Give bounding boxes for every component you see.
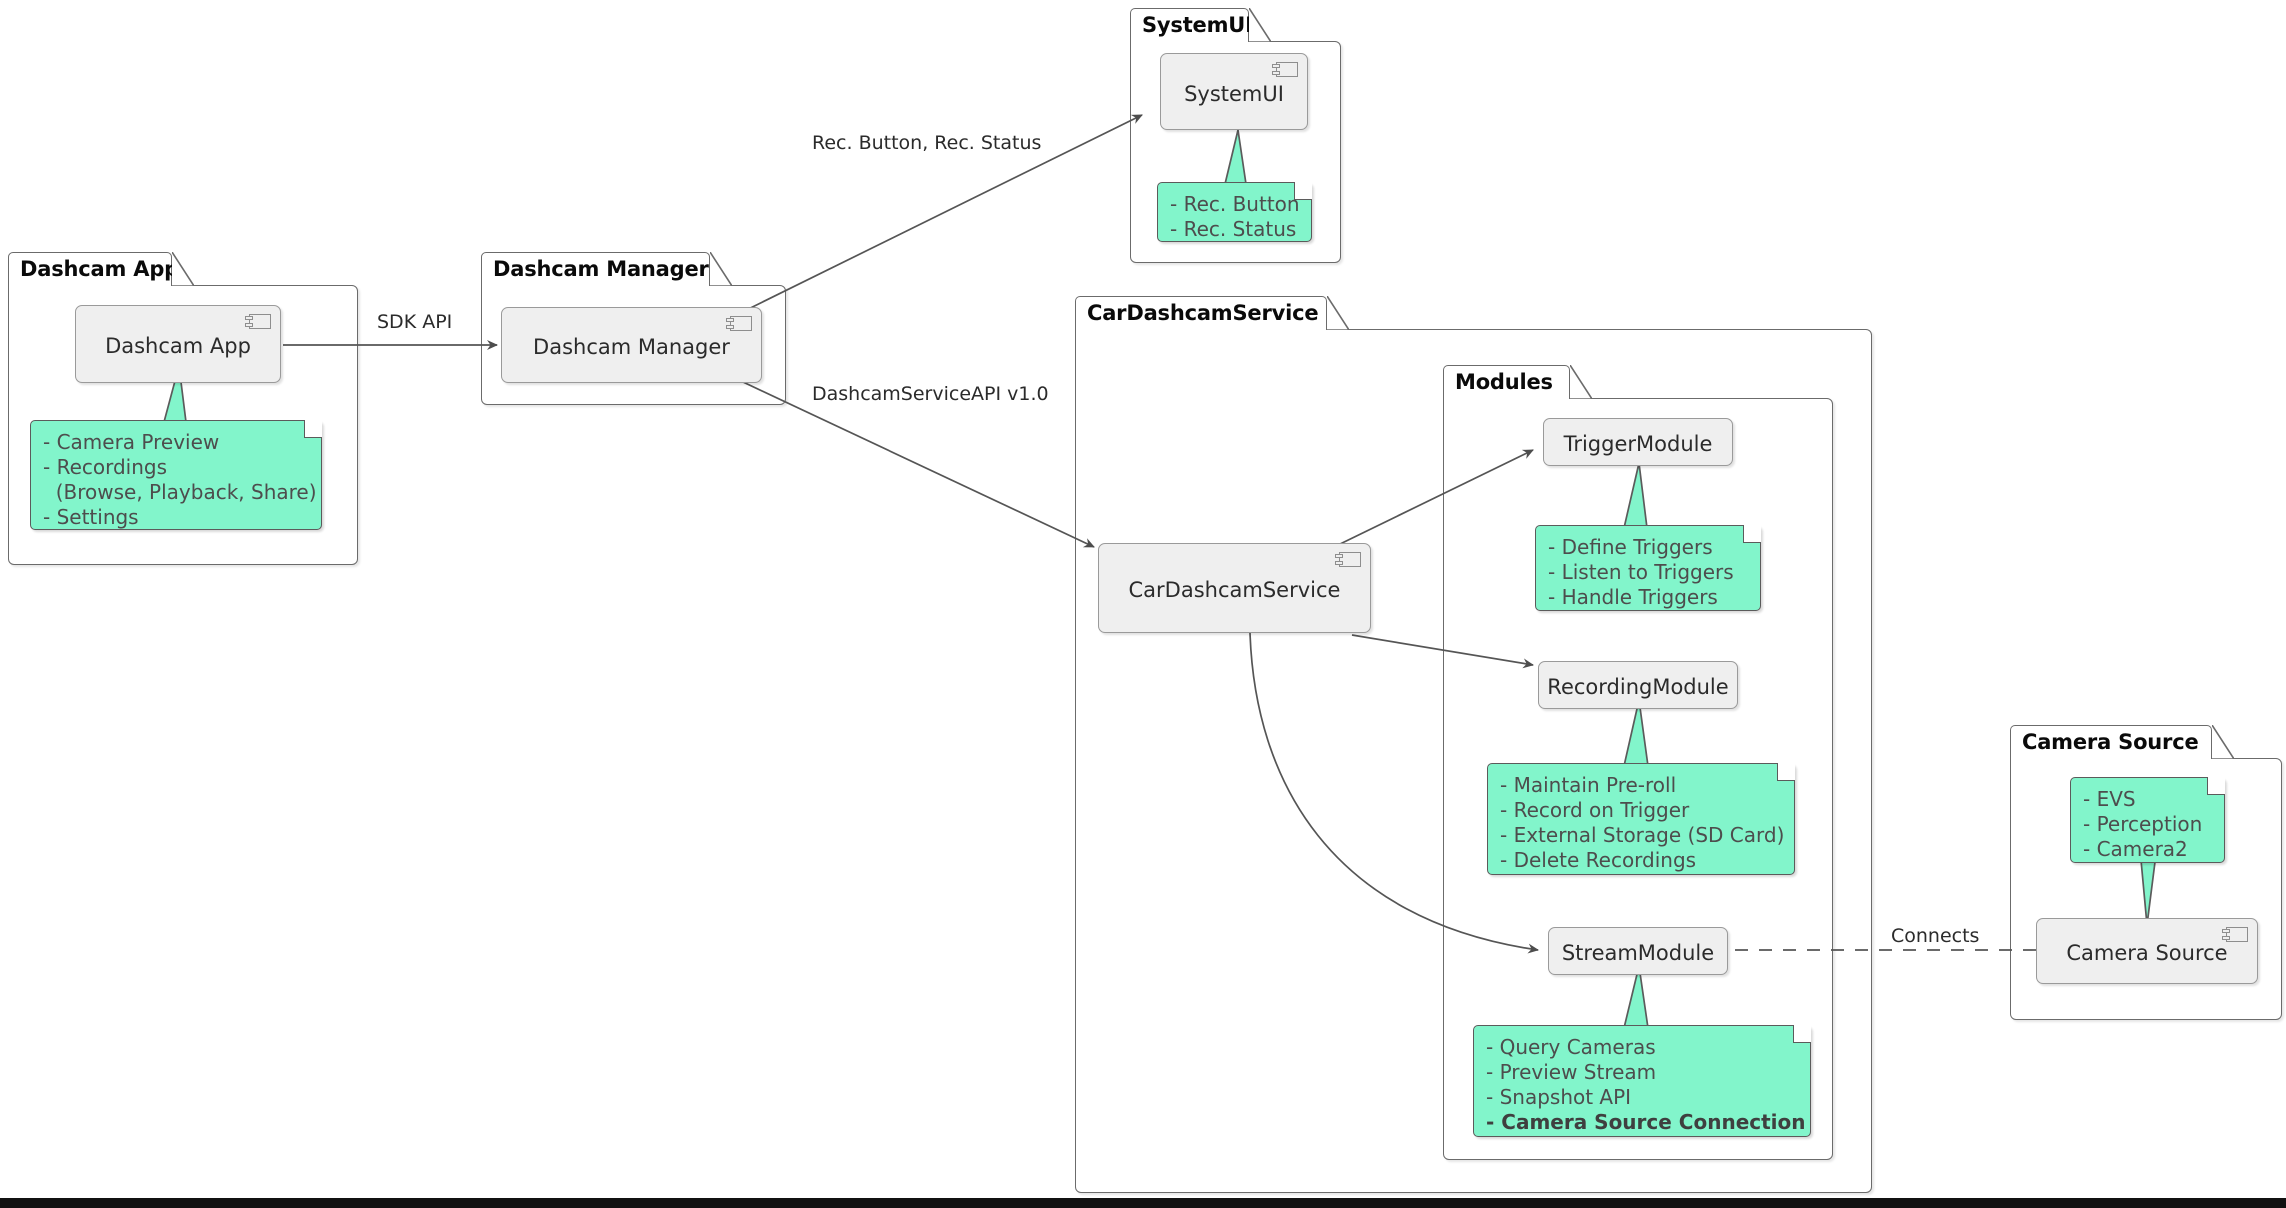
component-label-triggermodule: TriggerModule [1563,432,1713,456]
note-triggermodule: - Define Triggers - Listen to Triggers -… [1535,525,1761,611]
package-tab-dashcam-manager: Dashcam Manager [481,252,710,286]
package-label-modules: Modules [1455,370,1553,394]
note-fold-corner-icon [1793,1025,1811,1043]
component-label-recordingmodule: RecordingModule [1547,675,1729,699]
edge-label-sdk-api: SDK API [377,311,452,333]
note-fold-corner-icon [1777,763,1795,781]
note-line: - Snapshot API [1486,1085,1632,1109]
package-tab-modules: Modules [1443,365,1570,399]
package-tab-slant-dashcam-manager [710,252,732,286]
uml-component-icon [1272,62,1298,77]
component-label-camera-source: Camera Source [2066,941,2228,965]
uml-component-icon [245,314,271,329]
edge-label-text: SDK API [377,311,453,333]
note-fold-corner-icon [304,420,322,438]
component-systemui[interactable]: SystemUI [1160,53,1308,130]
note-streammodule: - Query Cameras - Preview Stream - Snaps… [1473,1025,1811,1137]
component-label-systemui: SystemUI [1184,81,1284,106]
edge-label-dashcamserviceapi: DashcamServiceAPI v1.0 [812,383,1049,405]
component-camera-source[interactable]: Camera Source [2036,918,2258,984]
component-streammodule[interactable]: StreamModule [1548,927,1728,975]
component-label-dashcam-app: Dashcam App [105,334,251,358]
uml-component-icon [2222,927,2248,942]
note-text-recordingmodule: - Maintain Pre-roll - Record on Trigger … [1500,773,1785,872]
edge-label-connects: Connects [1891,925,1979,947]
note-text-streammodule: - Query Cameras - Preview Stream - Snaps… [1474,1026,1810,1143]
edge-label-text: Connects [1891,925,1980,947]
note-line: - Query Cameras [1486,1035,1656,1059]
package-tab-systemui: SystemUI [1130,8,1253,42]
package-tab-camera-source: Camera Source [2010,725,2212,759]
note-text-triggermodule: - Define Triggers - Listen to Triggers -… [1548,535,1734,609]
edge-label-text: Rec. Button, Rec. Status [812,132,1042,154]
package-tab-slant-modules [1570,365,1592,399]
bottom-bar [0,1198,2286,1208]
package-tab-slant-dashcam-app [172,252,194,286]
component-cardashcamservice[interactable]: CarDashcamService [1098,543,1371,633]
note-text-systemui: - Rec. Button - Rec. Status [1170,192,1300,241]
package-label-dashcam-app: Dashcam App [20,257,179,281]
note-text-dashcam-app: - Camera Preview - Recordings (Browse, P… [43,430,317,529]
component-dashcam-app[interactable]: Dashcam App [75,305,281,383]
package-tab-slant-cardashcamservice [1327,296,1349,330]
package-tab-slant-systemui [1249,8,1271,42]
component-triggermodule[interactable]: TriggerModule [1543,418,1733,466]
package-label-systemui: SystemUI [1142,13,1253,37]
package-tab-slant-camera-source [2212,725,2234,759]
note-fold-corner-icon [1294,182,1312,200]
edge-label-text: DashcamServiceAPI v1.0 [812,383,1049,405]
note-text-camera-source: - EVS - Perception - Camera2 [2083,787,2203,861]
component-label-cardashcamservice: CarDashcamService [1128,578,1341,602]
note-line-emphasis: - Camera Source Connection [1486,1110,1806,1134]
package-tab-cardashcamservice: CarDashcamService [1075,296,1327,330]
package-label-camera-source: Camera Source [2022,730,2199,754]
component-label-dashcam-manager: Dashcam Manager [533,335,730,359]
note-fold-corner-icon [2207,777,2225,795]
note-dashcam-app: - Camera Preview - Recordings (Browse, P… [30,420,322,530]
package-label-cardashcamservice: CarDashcamService [1087,301,1319,325]
component-dashcam-manager[interactable]: Dashcam Manager [501,307,762,383]
uml-component-icon [1335,552,1361,567]
note-systemui: - Rec. Button - Rec. Status [1157,182,1312,242]
note-line: - Preview Stream [1486,1060,1657,1084]
package-tab-dashcam-app: Dashcam App [8,252,179,286]
edge-label-rec-button-status: Rec. Button, Rec. Status [812,132,1041,154]
note-camera-source: - EVS - Perception - Camera2 [2070,777,2225,863]
package-label-dashcam-manager: Dashcam Manager [493,257,709,281]
note-fold-corner-icon [1743,525,1761,543]
component-recordingmodule[interactable]: RecordingModule [1538,661,1738,709]
component-label-streammodule: StreamModule [1561,941,1715,965]
note-recordingmodule: - Maintain Pre-roll - Record on Trigger … [1487,763,1795,875]
uml-component-icon [726,316,752,331]
